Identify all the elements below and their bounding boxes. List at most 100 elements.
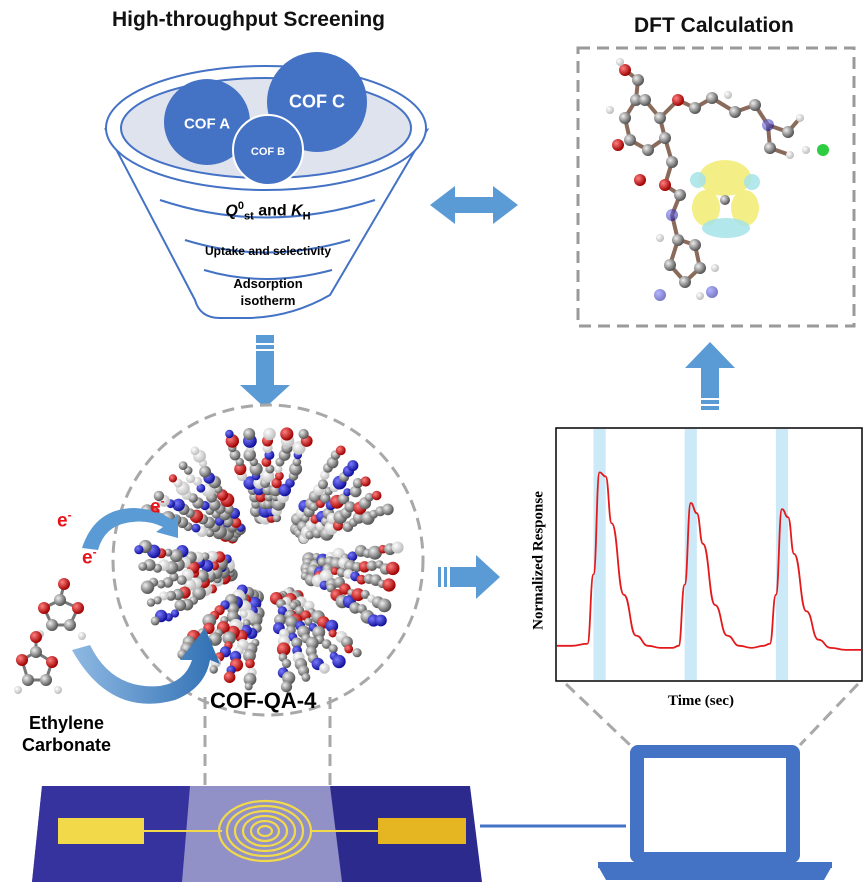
cof-atom — [375, 614, 387, 627]
cof-atom — [172, 498, 185, 512]
cof-atom — [349, 485, 362, 498]
cof-atom — [347, 551, 358, 562]
electron-label-1: e- — [57, 508, 72, 532]
exposure-band-2 — [684, 429, 697, 680]
cof-atom — [234, 462, 247, 476]
chart-y-label: Normalized Response — [530, 491, 547, 630]
cof-atom — [382, 503, 394, 516]
cof-atom — [360, 589, 370, 599]
cof-atom — [243, 672, 257, 686]
cof-atom — [280, 427, 294, 441]
cof-atom — [352, 478, 363, 489]
cof-atom — [305, 636, 319, 650]
cof-b-sphere — [232, 114, 304, 186]
material-name: COF-QA-4 — [210, 688, 317, 713]
cof-atom — [199, 465, 212, 478]
cof-atom — [328, 644, 338, 654]
ethylene-carbonate-molecule-2 — [14, 631, 62, 694]
double-arrow — [430, 186, 518, 224]
cof-atom — [209, 665, 218, 674]
cof-atom — [318, 479, 328, 490]
sensor-chip — [32, 786, 482, 882]
cof-atom — [343, 488, 352, 497]
cof-atom — [298, 428, 309, 440]
cof-atom — [292, 457, 302, 467]
cof-a-sphere — [164, 79, 250, 165]
chart-x-label: Time (sec) — [668, 693, 734, 709]
electron-label-2: e- — [150, 494, 165, 518]
cof-atom — [263, 427, 276, 441]
cof-atom — [140, 580, 155, 594]
electron-label-3: e- — [82, 545, 97, 569]
cof-b-label: COF B — [250, 146, 286, 158]
cof-atom — [347, 460, 359, 472]
cof-atom — [235, 457, 244, 467]
cof-atom — [277, 606, 288, 616]
down-arrow — [240, 335, 290, 408]
cof-atom — [319, 663, 330, 674]
cof-atom — [328, 629, 337, 638]
cof-atom — [280, 681, 293, 693]
exposure-band-3 — [775, 429, 789, 680]
funnel-level-3: Adsorption isotherm — [233, 276, 303, 308]
cof-atom — [138, 562, 148, 571]
chart-bands — [593, 429, 789, 680]
cof-atom — [159, 591, 169, 601]
dft-title: DFT Calculation — [634, 14, 794, 37]
cof-atom — [192, 476, 202, 486]
electron-cycle-arrow — [82, 508, 178, 550]
cof-atom — [338, 493, 350, 505]
cof-atom — [320, 493, 331, 504]
cof-atom — [321, 639, 332, 649]
cof-atom — [276, 642, 291, 656]
cof-atom — [186, 474, 196, 484]
cof-atom — [382, 578, 396, 592]
cof-atom — [243, 448, 256, 462]
cof-atom — [169, 549, 183, 563]
cof-atom — [168, 474, 177, 483]
cof-atom — [330, 567, 339, 575]
cof-atom — [176, 575, 187, 585]
cof-atom — [222, 631, 236, 645]
cof-atom — [325, 619, 339, 633]
cof-atom — [335, 445, 346, 456]
adsorption-arrow — [72, 628, 220, 704]
cof-atom — [285, 615, 298, 629]
analyte-label: Ethylene Carbonate — [22, 713, 112, 755]
laptop-icon — [598, 745, 832, 880]
ethylene-carbonate-molecule-1 — [36, 578, 86, 640]
exposure-band-1 — [593, 429, 606, 680]
cof-atom — [244, 682, 253, 691]
cof-atom — [178, 461, 188, 470]
cof-atom — [170, 609, 180, 618]
cof-atom — [223, 671, 236, 683]
cof-atom — [320, 470, 330, 480]
cof-atom — [153, 490, 165, 502]
chart-frame — [555, 427, 863, 682]
cof-atom — [196, 483, 206, 493]
dft-molecule — [606, 58, 829, 301]
cof-atom — [344, 501, 356, 513]
cof-atom — [263, 499, 274, 509]
cof-atom — [206, 550, 218, 562]
funnel-level-2: Uptake and selectivity — [204, 244, 332, 258]
cof-atom — [150, 616, 160, 626]
cof-atom — [146, 598, 156, 607]
cof-atom — [245, 658, 255, 669]
cof-atom — [275, 471, 284, 481]
cof-atom — [165, 590, 177, 601]
cof-atom — [360, 476, 371, 487]
cof-atom — [274, 464, 283, 474]
cof-atom — [271, 477, 282, 489]
cof-qa-4-structure — [134, 427, 404, 693]
cof-atom — [356, 574, 367, 585]
cof-atom — [239, 610, 248, 619]
cof-atom — [164, 548, 173, 557]
cof-atom — [265, 464, 275, 474]
cof-a-label: COF A — [183, 115, 231, 133]
cof-atom — [243, 428, 256, 440]
up-arrow — [685, 342, 735, 410]
cof-atom — [366, 560, 378, 572]
cof-atom — [386, 561, 400, 576]
cof-atom — [391, 541, 404, 554]
